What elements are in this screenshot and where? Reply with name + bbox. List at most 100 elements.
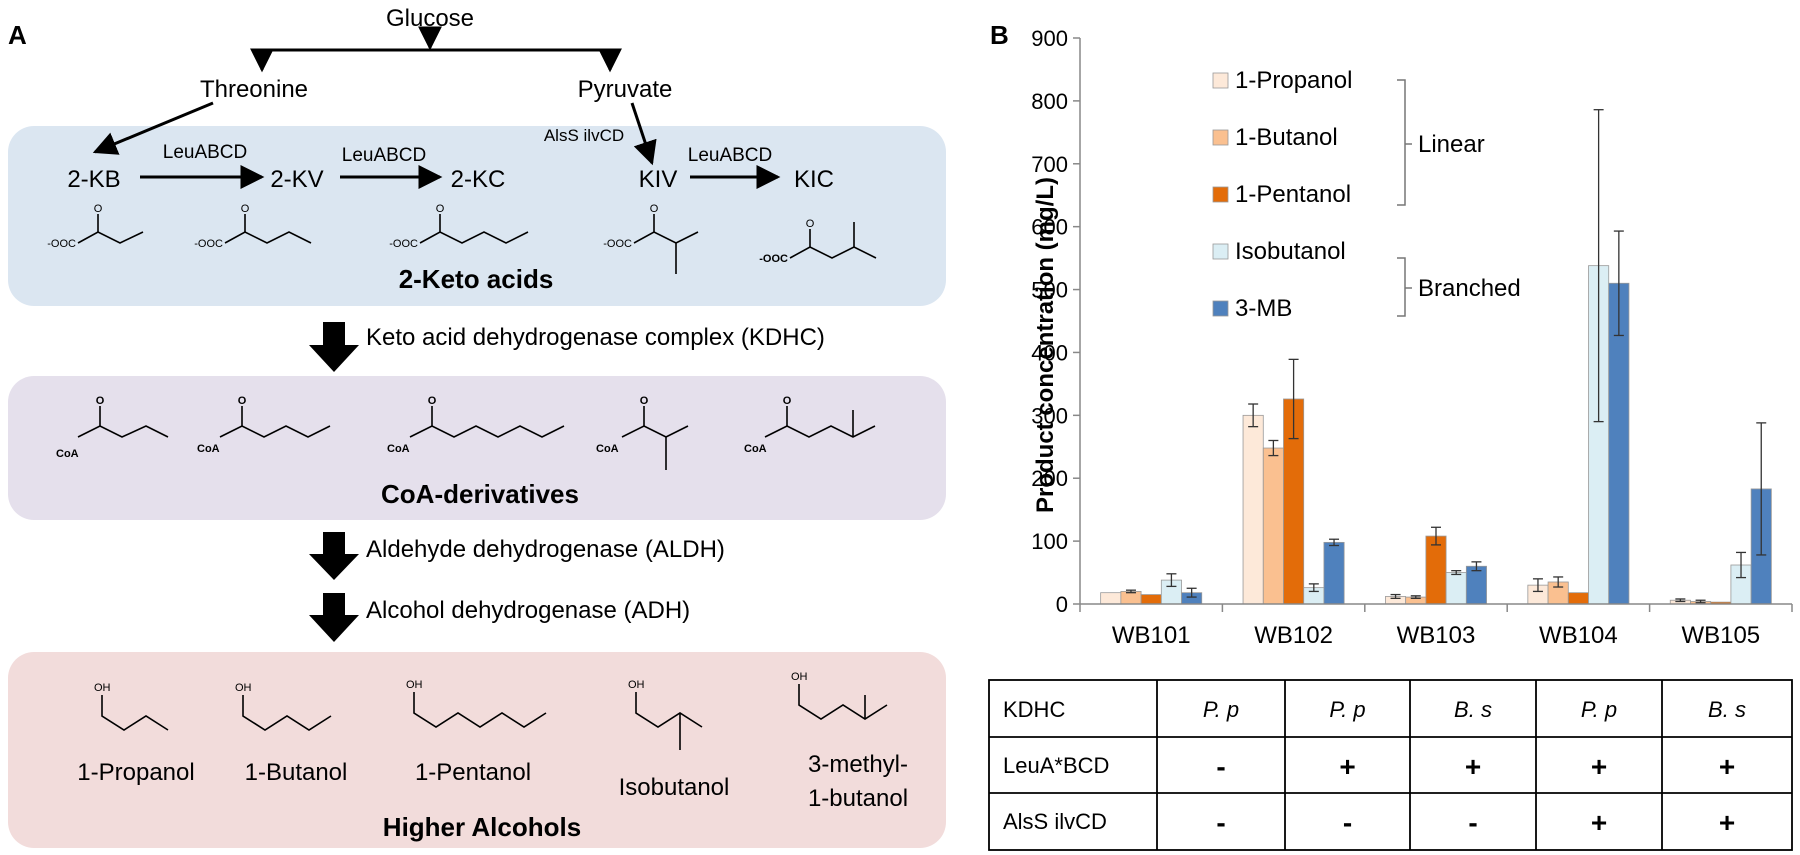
alcohol-1-butanol-suffix-label: 1-butanol [808,785,908,812]
bar-1-pentanol-wb103 [1425,535,1447,605]
x-tick-label: WB105 [1681,622,1760,649]
glucose-label: Glucose [386,5,474,32]
atom-o-label: O [94,203,103,215]
legend-label: Isobutanol [1235,238,1346,265]
y-tick-label: 200 [1031,466,1068,491]
y-tick-label: 500 [1031,278,1068,303]
keto-acids-title: 2-Keto acids [399,264,554,294]
table-row-label: LeuA*BCD [1003,753,1109,778]
atom-o-label: O [436,203,445,215]
bar-series [1100,265,1772,605]
atom-o-label: O [650,203,659,215]
bar-3-mb-wb102 [1323,541,1345,605]
legend-group-branched: Branched [1418,275,1521,302]
table-cell: B. s [1454,697,1492,722]
atom-coa-label: CoA [56,448,79,460]
y-tick-label: 400 [1031,340,1068,365]
table-cell: + [1591,751,1607,782]
table-cell: - [1216,807,1225,838]
legend-label: 1-Propanol [1235,67,1352,94]
legend-swatch [1212,72,1229,89]
atom-o-label: O [806,218,815,230]
atom-o-label: O [238,395,247,407]
atom-ooc-label: -OOC [47,238,76,250]
atom-oh-label: OH [628,679,645,691]
legend-swatch [1212,243,1229,260]
error-bars [1125,109,1767,604]
table-cell: + [1719,807,1735,838]
y-tick-label: 900 [1031,26,1068,51]
atom-ooc-label: -OOC [603,238,632,250]
table-cell: P. p [1581,697,1617,722]
y-tick-label: 800 [1031,89,1068,114]
pyruvate-label: Pyruvate [578,76,673,103]
y-axis-title: Product concentration (mg/L) [1032,177,1059,513]
table-cell: + [1591,807,1607,838]
higher-alcohols-title: Higher Alcohols [383,812,581,842]
panel-a: A Glucose Threonine Pyruvate 2-KB 2-KV 2… [8,5,946,848]
table-row-label: AlsS ilvCD [1003,809,1107,834]
2kc-label: 2-KC [451,166,506,193]
atom-coa-label: CoA [197,443,220,455]
adh-step-label: Alcohol dehydrogenase (ADH) [366,597,690,624]
coa-atom-labels: O CoA O CoA O CoA O CoA O CoA [56,395,792,460]
table-cell: P. p [1329,697,1365,722]
y-tick-label: 100 [1031,529,1068,554]
table-cell: + [1339,751,1355,782]
threonine-label: Threonine [200,76,308,103]
kic-label: KIC [794,166,834,193]
atom-o-label: O [241,203,250,215]
glucose-branch-arrows [250,26,622,73]
legend-group-linear: Linear [1418,131,1485,158]
atom-coa-label: CoA [596,443,619,455]
alcohol-3-methyl-label: 3-methyl- [808,751,908,778]
adh-block-arrow [309,593,359,642]
atom-coa-label: CoA [744,443,767,455]
atom-oh-label: OH [94,682,111,694]
bar-1-propanol-wb102 [1242,414,1264,605]
y-tick-label: 700 [1031,152,1068,177]
atom-ooc-label: -OOC [389,238,418,250]
atom-ooc-label: -OOC [759,253,788,265]
legend-label: 1-Pentanol [1235,181,1351,208]
x-tick-label: WB101 [1112,622,1191,649]
bar-1-pentanol-wb104 [1567,592,1589,605]
pyruvate-to-kiv-arrow [630,102,657,166]
table-cell: - [1468,807,1477,838]
legend-label: 3-MB [1235,295,1292,322]
table-cell: - [1343,807,1352,838]
atom-oh-label: OH [791,671,808,683]
atom-o-label: O [428,395,437,407]
legend-swatch [1212,186,1229,203]
panel-a-label: A [8,20,27,50]
panel-b: B Product concentration (mg/L) 010020030… [988,20,1793,851]
x-tick-label: WB104 [1539,622,1618,649]
legend-group-brackets [1397,79,1412,317]
table-cell: - [1216,751,1225,782]
alcohol-isobutanol-label: Isobutanol [619,774,730,801]
legend-swatch [1212,129,1229,146]
aldh-step-label: Aldehyde dehydrogenase (ALDH) [366,536,725,563]
table-cell: + [1465,751,1481,782]
atom-o-label: O [783,395,792,407]
legend-label: 1-Butanol [1235,124,1338,151]
bar-1-pentanol-wb101 [1140,594,1162,605]
bar-isobutanol-wb103 [1445,572,1467,605]
bar-3-mb-wb103 [1465,565,1487,605]
kdhc-step-label: Keto acid dehydrogenase complex (KDHC) [366,324,825,351]
table-cell: + [1719,751,1735,782]
bar-1-butanol-wb102 [1262,447,1284,605]
table-cell: P. p [1203,697,1239,722]
y-tick-label: 0 [1056,592,1068,617]
alcohol-structures [101,684,888,750]
2kv-label: 2-KV [270,166,323,193]
bar-1-propanol-wb101 [1100,592,1122,605]
atom-oh-label: OH [235,682,252,694]
alss-ilvcd-label: AlsS ilvCD [544,126,624,145]
